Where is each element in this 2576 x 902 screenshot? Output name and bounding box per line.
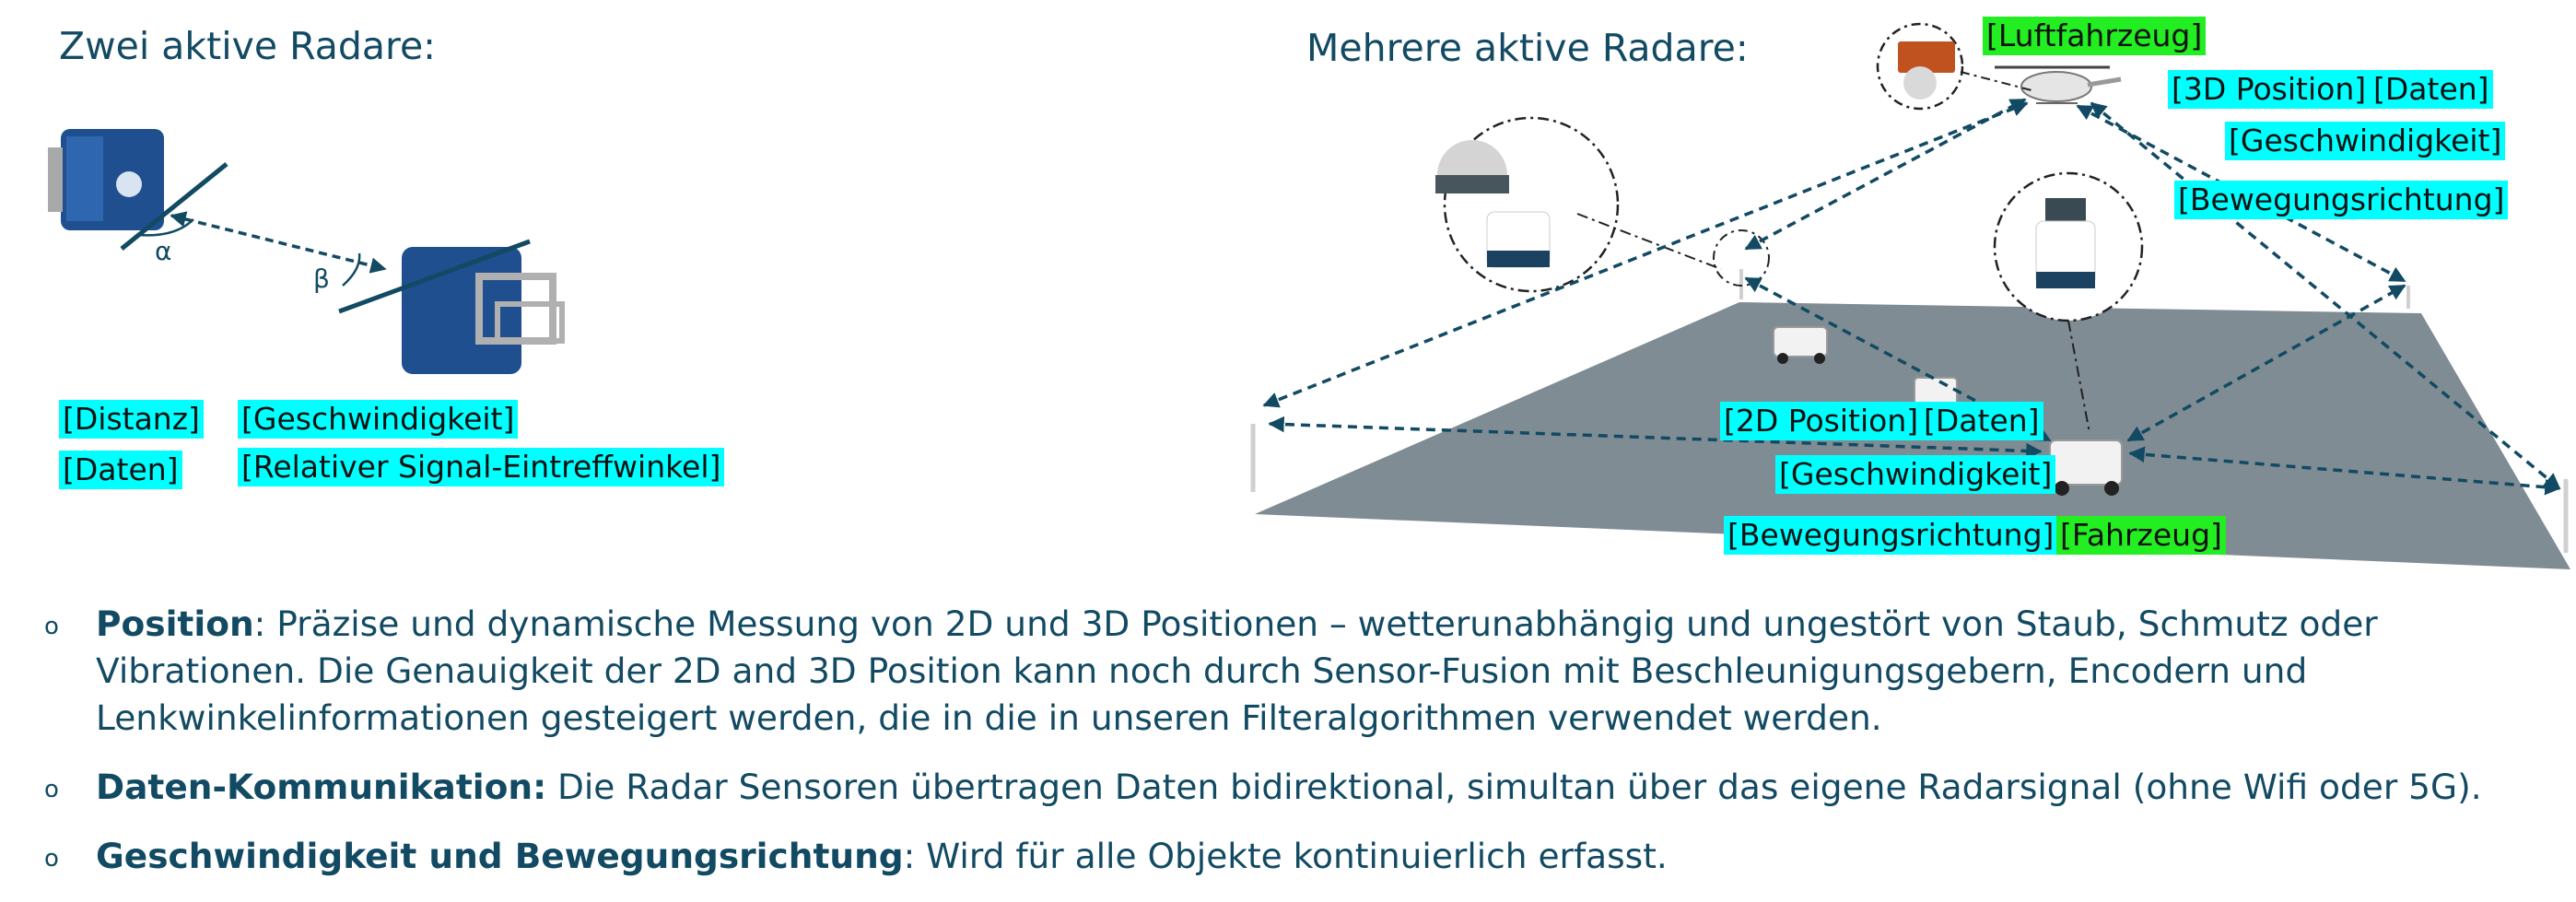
bullet-geschwindigkeit: o Geschwindigkeit und Bewegungsrichtung:… — [44, 833, 2550, 880]
tag-daten-left: [Daten] — [59, 451, 182, 489]
tag-luftfahrzeug: [Luftfahrzeug] — [1983, 17, 2207, 55]
bullet-daten-kommunikation: o Daten-Kommunikation: Die Radar Sensore… — [44, 764, 2550, 811]
tag-bewegungsrichtung-aircraft: [Bewegungsrichtung] — [2174, 181, 2509, 219]
bullet-title: Position — [96, 603, 254, 644]
bullet-text: Die Radar Sensoren übertragen Daten bidi… — [546, 767, 2482, 807]
left-radar-a — [48, 129, 164, 230]
left-radar-link — [170, 211, 387, 274]
callout-radar-large — [1435, 116, 1620, 293]
bullet-text: : Präzise und dynamische Messung von 2D … — [96, 603, 2378, 738]
tag-geschwindigkeit-left: [Geschwindigkeit] — [238, 400, 519, 439]
callout-line-center — [2067, 320, 2090, 434]
alpha-arc — [137, 218, 194, 237]
tag-3d-position: [3D Position] — [2168, 70, 2371, 109]
beta-arc — [342, 252, 361, 287]
tag-fahrzeug: [Fahrzeug] — [2056, 516, 2226, 555]
helicopter — [1995, 65, 2122, 104]
right-heading: Mehrere aktive Radare: — [1306, 26, 1749, 70]
tag-daten-aircraft: [Daten] — [2370, 70, 2493, 109]
bullet-marker: o — [44, 776, 59, 803]
tag-daten-vehicle: [Daten] — [1920, 402, 2043, 440]
callout-radar-center — [1993, 171, 2144, 322]
left-radar-b — [402, 247, 565, 374]
bullet-text: : Wird für alle Objekte kontinuierlich e… — [903, 836, 1668, 876]
left-reflector-b — [338, 239, 531, 314]
beta-label: β — [313, 264, 330, 294]
bullet-marker: o — [44, 845, 59, 873]
tag-distanz: [Distanz] — [59, 400, 204, 439]
callout-radar-top — [1876, 22, 1964, 111]
bullet-position: o Position: Präzise und dynamische Messu… — [44, 601, 2550, 742]
tag-bewegungsrichtung-vehicle: [Bewegungsrichtung] — [1724, 516, 2058, 555]
tag-2d-position: [2D Position] — [1720, 402, 1923, 440]
left-heading: Zwei aktive Radare: — [59, 24, 436, 68]
callout-line-top — [1960, 71, 2032, 91]
bullet-marker: o — [44, 613, 59, 640]
feature-list: o Position: Präzise und dynamische Messu… — [44, 601, 2550, 902]
tag-signal-eintreffwinkel: [Relativer Signal-Eintreffwinkel] — [238, 448, 725, 486]
bullet-title: Daten-Kommunikation: — [96, 767, 547, 807]
bullet-title: Geschwindigkeit und Bewegungsrichtung — [96, 836, 904, 876]
alpha-label: α — [155, 236, 172, 266]
tag-geschwindigkeit-vehicle: [Geschwindigkeit] — [1775, 455, 2056, 494]
tag-geschwindigkeit-aircraft: [Geschwindigkeit] — [2225, 122, 2506, 160]
